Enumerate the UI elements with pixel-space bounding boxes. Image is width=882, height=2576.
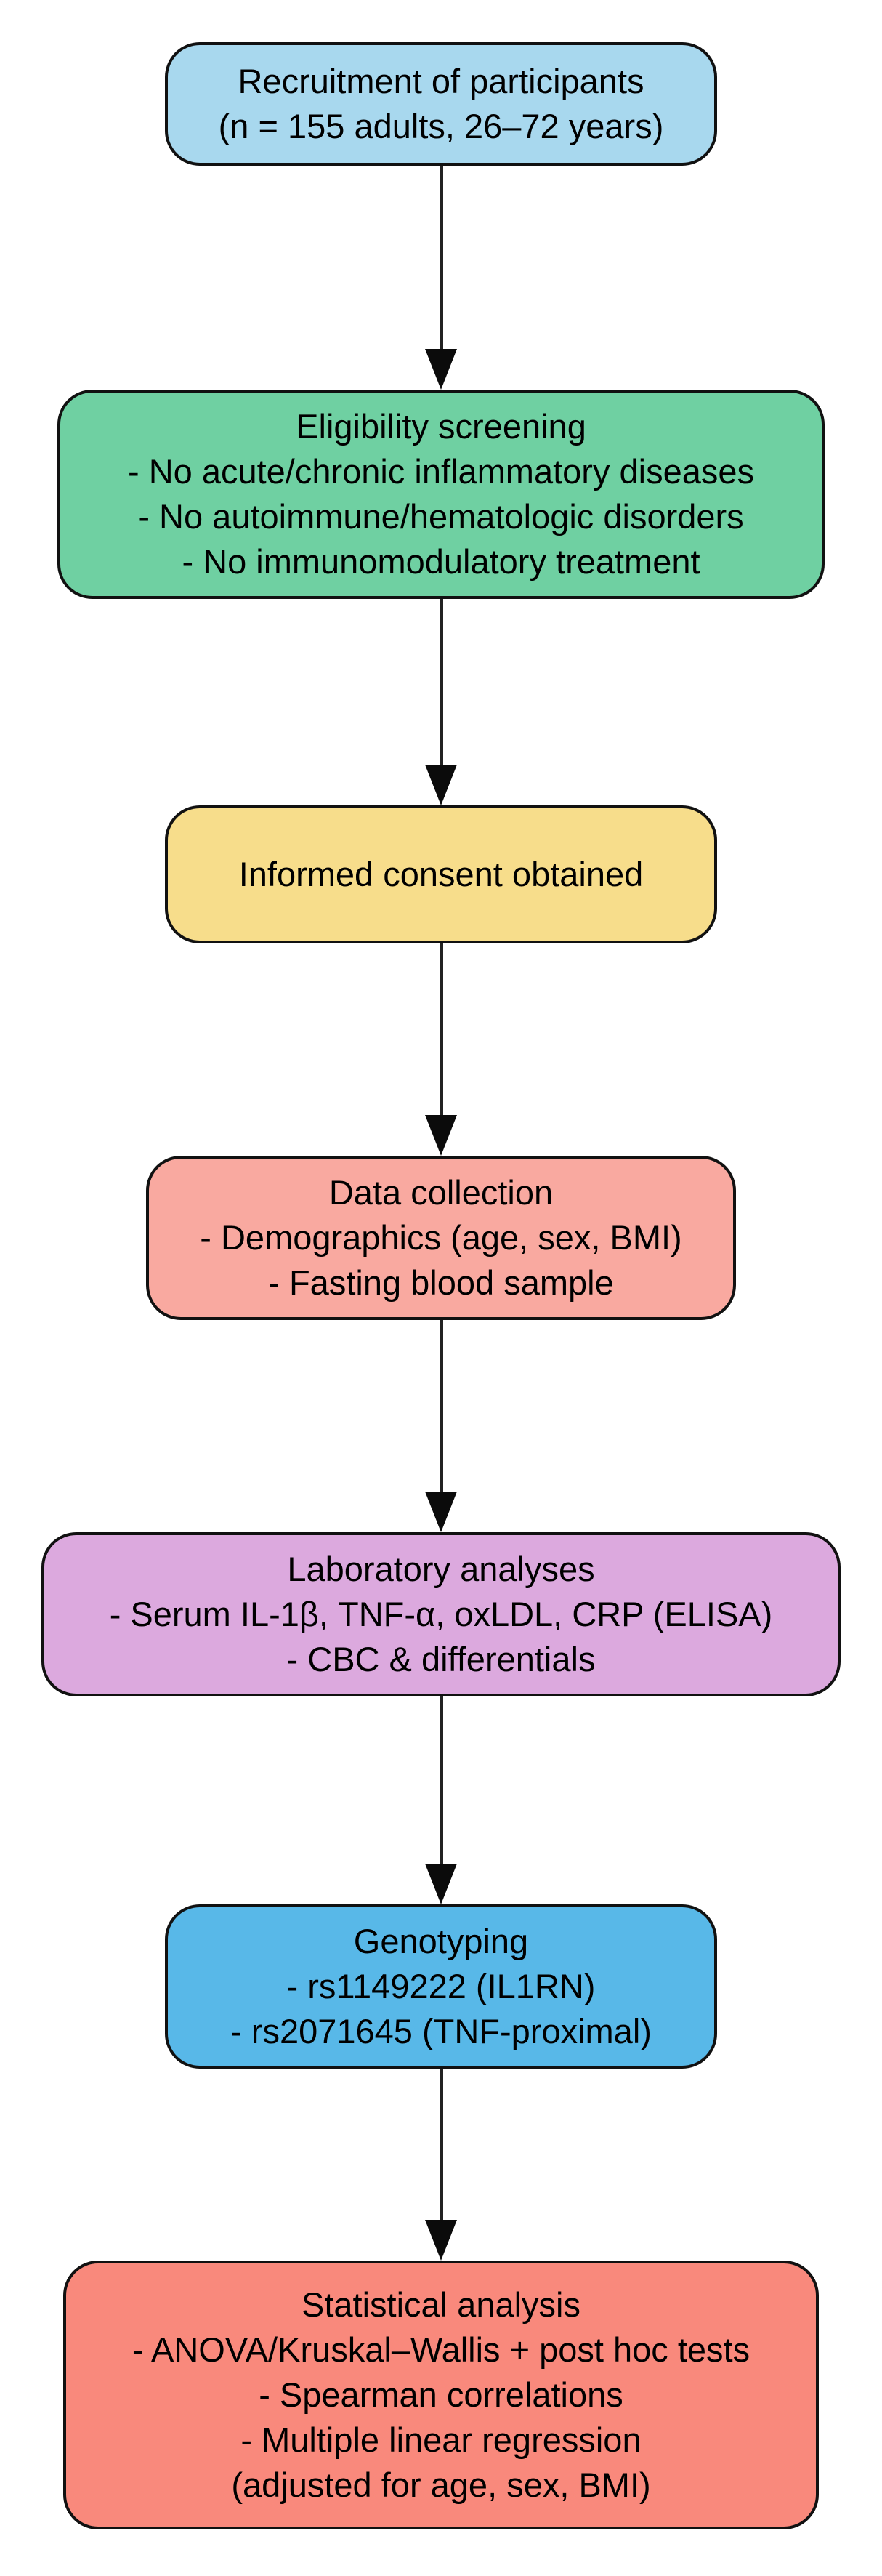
flow-node-statistical-analysis: Statistical analysis - ANOVA/Kruskal–Wal…	[63, 2261, 819, 2529]
node-text-line: - No acute/chronic inflammatory diseases	[127, 452, 755, 491]
flow-arrow	[425, 166, 457, 390]
flow-arrow	[425, 2069, 457, 2261]
node-text-line: - ANOVA/Kruskal–Wallis + post hoc tests	[132, 2330, 750, 2369]
arrow-line	[439, 943, 443, 1116]
node-text-line: (adjusted for age, sex, BMI)	[231, 2466, 651, 2504]
arrow-line	[439, 166, 443, 350]
flow-node-genotyping: Genotyping - rs1149222 (IL1RN) - rs20716…	[165, 1904, 717, 2069]
flow-arrow	[425, 1696, 457, 1904]
arrow-head-icon	[425, 765, 457, 805]
node-text-line: Statistical analysis	[302, 2285, 580, 2324]
node-text-line: - Multiple linear regression	[240, 2420, 642, 2459]
flow-node-eligibility-screening: Eligibility screening - No acute/chronic…	[57, 390, 825, 599]
arrow-line	[439, 2069, 443, 2221]
node-text-line: - rs2071645 (TNF-proximal)	[230, 2012, 652, 2050]
node-text-line: Eligibility screening	[296, 407, 586, 446]
node-text-line: - Fasting blood sample	[268, 1263, 614, 1302]
flow-node-informed-consent: Informed consent obtained	[165, 805, 717, 943]
node-text-line: Recruitment of participants	[238, 62, 644, 100]
node-text-line: Laboratory analyses	[287, 1550, 595, 1588]
flow-node-data-collection: Data collection - Demographics (age, sex…	[146, 1156, 736, 1320]
node-text-line: Data collection	[328, 1173, 554, 1212]
flow-arrow	[425, 943, 457, 1156]
node-text-line: - Serum IL-1β, TNF-α, oxLDL, CRP (ELISA)	[109, 1595, 773, 1633]
arrow-head-icon	[425, 1864, 457, 1904]
flow-node-laboratory-analyses: Laboratory analyses - Serum IL-1β, TNF-α…	[41, 1532, 841, 1696]
node-text-line: (n = 155 adults, 26–72 years)	[218, 107, 664, 145]
flow-arrow	[425, 599, 457, 805]
node-text-line: Informed consent obtained	[238, 855, 644, 893]
node-text-line: - CBC & differentials	[286, 1640, 596, 1678]
arrow-line	[439, 1696, 443, 1865]
arrow-head-icon	[425, 2220, 457, 2261]
node-text-line: - rs1149222 (IL1RN)	[286, 1967, 596, 2005]
node-text-line: Genotyping	[353, 1922, 529, 1960]
node-text-line: - Spearman correlations	[259, 2375, 623, 2414]
arrow-head-icon	[425, 349, 457, 390]
node-text-line: - Demographics (age, sex, BMI)	[200, 1218, 682, 1257]
flow-arrow	[425, 1320, 457, 1532]
node-text-line: - No autoimmune/hematologic disorders	[138, 497, 744, 536]
arrow-line	[439, 1320, 443, 1493]
node-text-line: - No immunomodulatory treatment	[182, 542, 700, 581]
arrow-head-icon	[425, 1492, 457, 1532]
arrow-line	[439, 599, 443, 766]
arrow-head-icon	[425, 1115, 457, 1156]
flow-node-recruitment: Recruitment of participants (n = 155 adu…	[165, 42, 717, 166]
